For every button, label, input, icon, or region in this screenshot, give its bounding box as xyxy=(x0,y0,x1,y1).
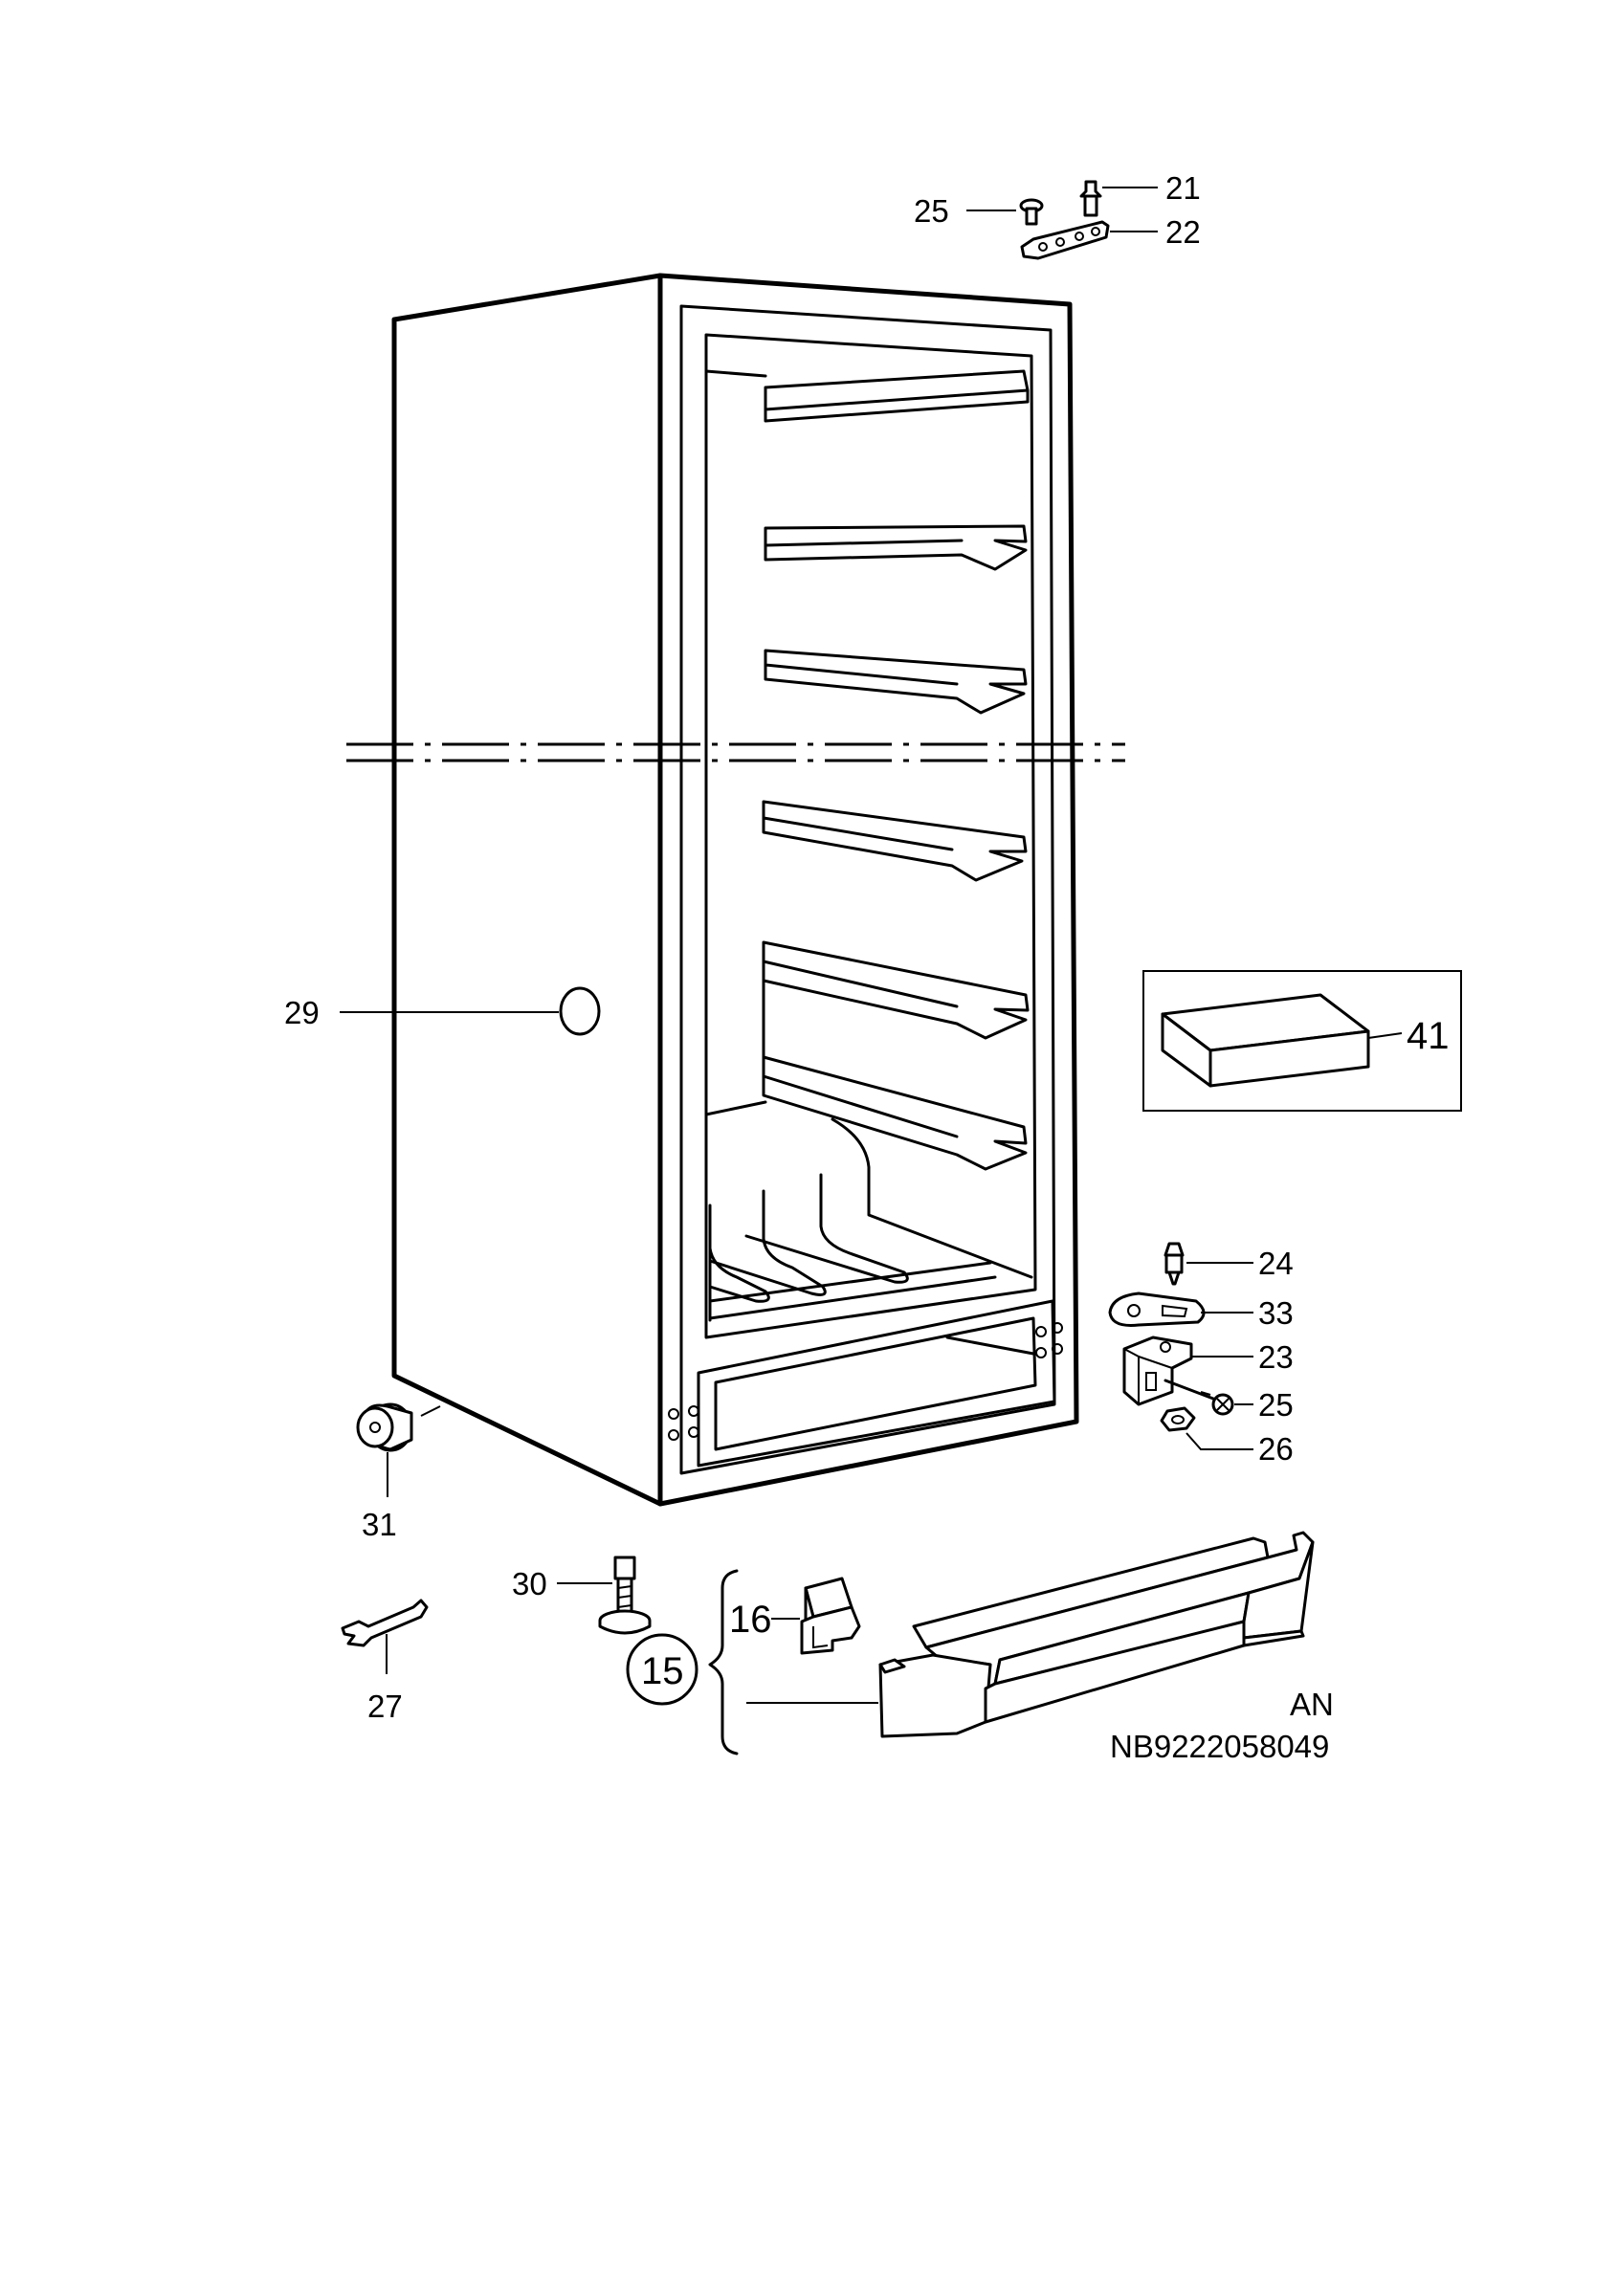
assembly-circle-15 xyxy=(626,1633,698,1706)
cabinet-inner-frame xyxy=(679,304,1056,1475)
hinge-bracket-22 xyxy=(1020,220,1110,260)
label-30: 30 xyxy=(512,1566,547,1601)
spanner-27 xyxy=(341,1599,429,1674)
shelf-rails xyxy=(704,369,1033,1279)
label-15: 15 xyxy=(641,1650,684,1692)
cabinet-side-panel xyxy=(391,273,663,1507)
label-23: 23 xyxy=(1258,1339,1294,1375)
label-22: 22 xyxy=(1165,214,1201,250)
label-24: 24 xyxy=(1258,1246,1294,1281)
cabinet xyxy=(346,273,1125,1507)
door-bin-assembly xyxy=(626,1531,1315,1755)
brace xyxy=(708,1569,739,1755)
sticker-29 xyxy=(559,986,601,1036)
label-31: 31 xyxy=(362,1507,397,1542)
bottom-hinge-parts xyxy=(1108,1242,1253,1450)
label-29: 29 xyxy=(284,995,320,1030)
hinge-23 xyxy=(1122,1336,1253,1406)
screw-25-right xyxy=(1164,1379,1253,1416)
shelf-rail xyxy=(764,369,1030,423)
adjustable-foot-30 xyxy=(557,1556,652,1635)
door-bin xyxy=(746,1531,1315,1738)
shelf-rail xyxy=(764,524,1028,571)
drawing-number: NB9222058049 xyxy=(1110,1729,1329,1764)
label-16: 16 xyxy=(729,1599,772,1641)
shelf-rail xyxy=(764,649,1028,715)
shelf-rail xyxy=(762,940,1030,1040)
bottom-basket xyxy=(708,1173,997,1322)
label-25-top: 25 xyxy=(914,193,949,229)
shelf-rail xyxy=(762,800,1028,882)
pin-24 xyxy=(1164,1242,1253,1286)
cabinet-liner xyxy=(704,333,1037,1339)
bumper-31 xyxy=(356,1402,441,1497)
shelf-rail xyxy=(762,1055,1028,1171)
label-33: 33 xyxy=(1258,1295,1294,1331)
nut-26 xyxy=(1160,1406,1253,1450)
label-26: 26 xyxy=(1258,1431,1294,1467)
screw-25-top xyxy=(1019,198,1044,226)
screw-21 xyxy=(1079,180,1102,217)
accessory-box-41 xyxy=(1142,970,1462,1112)
label-27: 27 xyxy=(367,1689,403,1724)
label-41: 41 xyxy=(1407,1015,1450,1057)
label-21: 21 xyxy=(1165,170,1201,206)
plate-33 xyxy=(1108,1292,1253,1327)
code-an: AN xyxy=(1290,1687,1334,1722)
clip-16 xyxy=(771,1577,861,1655)
cabinet-front-frame xyxy=(657,273,1079,1507)
label-25-right: 25 xyxy=(1258,1387,1294,1423)
top-hinge-parts xyxy=(966,180,1158,260)
